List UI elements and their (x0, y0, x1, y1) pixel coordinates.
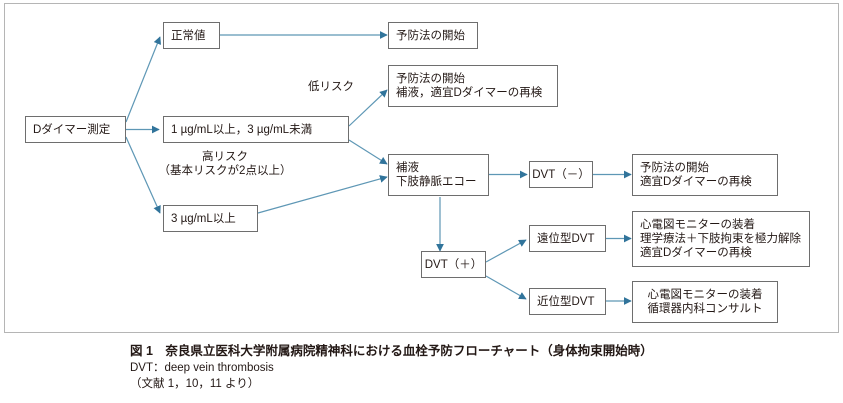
node-distal-dvt[interactable]: 遠位型DVT (529, 225, 606, 252)
figure-caption: 図 1 奈良県立医科大学附属病院精神科における血栓予防フローチャート（身体拘束開… (130, 343, 840, 392)
node-outcome-proximal-dvt[interactable]: 心電図モニターの装着 循環器内科コンサルト (632, 281, 778, 323)
caption-source: （文献 1，10，11 より） (130, 378, 260, 390)
node-text: 遠位型DVT (537, 232, 595, 245)
node-outcome-dvt-negative[interactable]: 予防法の開始 適宜Dダイマーの再検 (632, 154, 778, 196)
node-text: DVT（＋） (424, 258, 483, 271)
edge-label-low-risk: 低リスク (291, 80, 371, 94)
node-text: 3 µg/mL以上 (171, 212, 236, 225)
node-text-line1: 予防法の開始 (396, 73, 465, 85)
edge-dvt-positive-to-distal (485, 239, 527, 263)
node-text-line1: 心電図モニターの装着 (640, 219, 755, 231)
node-outcome-distal-dvt[interactable]: 心電図モニターの装着 理学療法＋下肢拘束を極力解除 適宜Dダイマーの再検 (632, 211, 810, 267)
edge-range-to-prophylaxis-fluid (348, 89, 388, 127)
node-text-line2: 理学療法＋下肢拘束を極力解除 (640, 233, 801, 245)
node-range-1-to-3[interactable]: 1 µg/mL以上，3 µg/mL未満 (163, 116, 349, 143)
node-normal-value[interactable]: 正常値 (163, 22, 220, 49)
caption-abbreviation: DVT：deep vein thrombosis (130, 362, 274, 374)
caption-title: 図 1 奈良県立医科大学附属病院精神科における血栓予防フローチャート（身体拘束開… (130, 344, 653, 358)
node-text: 1 µg/mL以上，3 µg/mL未満 (171, 123, 313, 136)
node-text: Dダイマー測定 (33, 123, 111, 136)
node-dvt-negative[interactable]: DVT（－） (529, 161, 593, 188)
edge-label-text: 低リスク (308, 81, 354, 93)
edge-label-text-line1: 高リスク (202, 151, 248, 163)
edge-ddimer-to-above3 (125, 136, 161, 214)
node-proximal-dvt[interactable]: 近位型DVT (529, 288, 606, 315)
edge-label-high-risk: 高リスク （基本リスクが2点以上） (145, 150, 305, 178)
edge-ddimer-to-normal (125, 36, 162, 123)
node-dvt-positive[interactable]: DVT（＋） (421, 251, 486, 278)
edge-range-to-fluid-echo (348, 139, 388, 165)
node-d-dimer-measure[interactable]: Dダイマー測定 (25, 116, 126, 143)
edge-dvt-positive-to-proximal (485, 275, 527, 300)
node-above-3[interactable]: 3 µg/mL以上 (163, 205, 258, 232)
node-text-line2: 下肢静脈エコー (396, 176, 477, 188)
node-text-line1: 予防法の開始 (640, 162, 709, 174)
connector-layer (125, 31, 632, 305)
node-prophylaxis-start-top[interactable]: 予防法の開始 (388, 22, 478, 49)
node-text-line2: 適宜Dダイマーの再検 (640, 176, 752, 188)
node-prophylaxis-fluid-recheck[interactable]: 予防法の開始 補液，適宜Dダイマーの再検 (388, 65, 558, 107)
node-text: DVT（－） (532, 168, 590, 181)
node-text-line1: 心電図モニターの装着 (647, 289, 763, 301)
edge-above3-to-fluid-echo (257, 175, 388, 214)
node-text: 正常値 (171, 29, 206, 42)
node-text: 近位型DVT (537, 295, 595, 308)
edge-label-text-line2: （基本リスクが2点以上） (158, 165, 292, 177)
node-text: 予防法の開始 (396, 29, 465, 42)
node-text-line2: 補液，適宜Dダイマーの再検 (396, 87, 543, 99)
node-text-line3: 適宜Dダイマーの再検 (640, 247, 752, 259)
node-fluid-echo[interactable]: 補液 下肢静脈エコー (388, 154, 489, 196)
node-text-line1: 補液 (396, 162, 419, 174)
node-text-line2: 循環器内科コンサルト (647, 303, 763, 315)
